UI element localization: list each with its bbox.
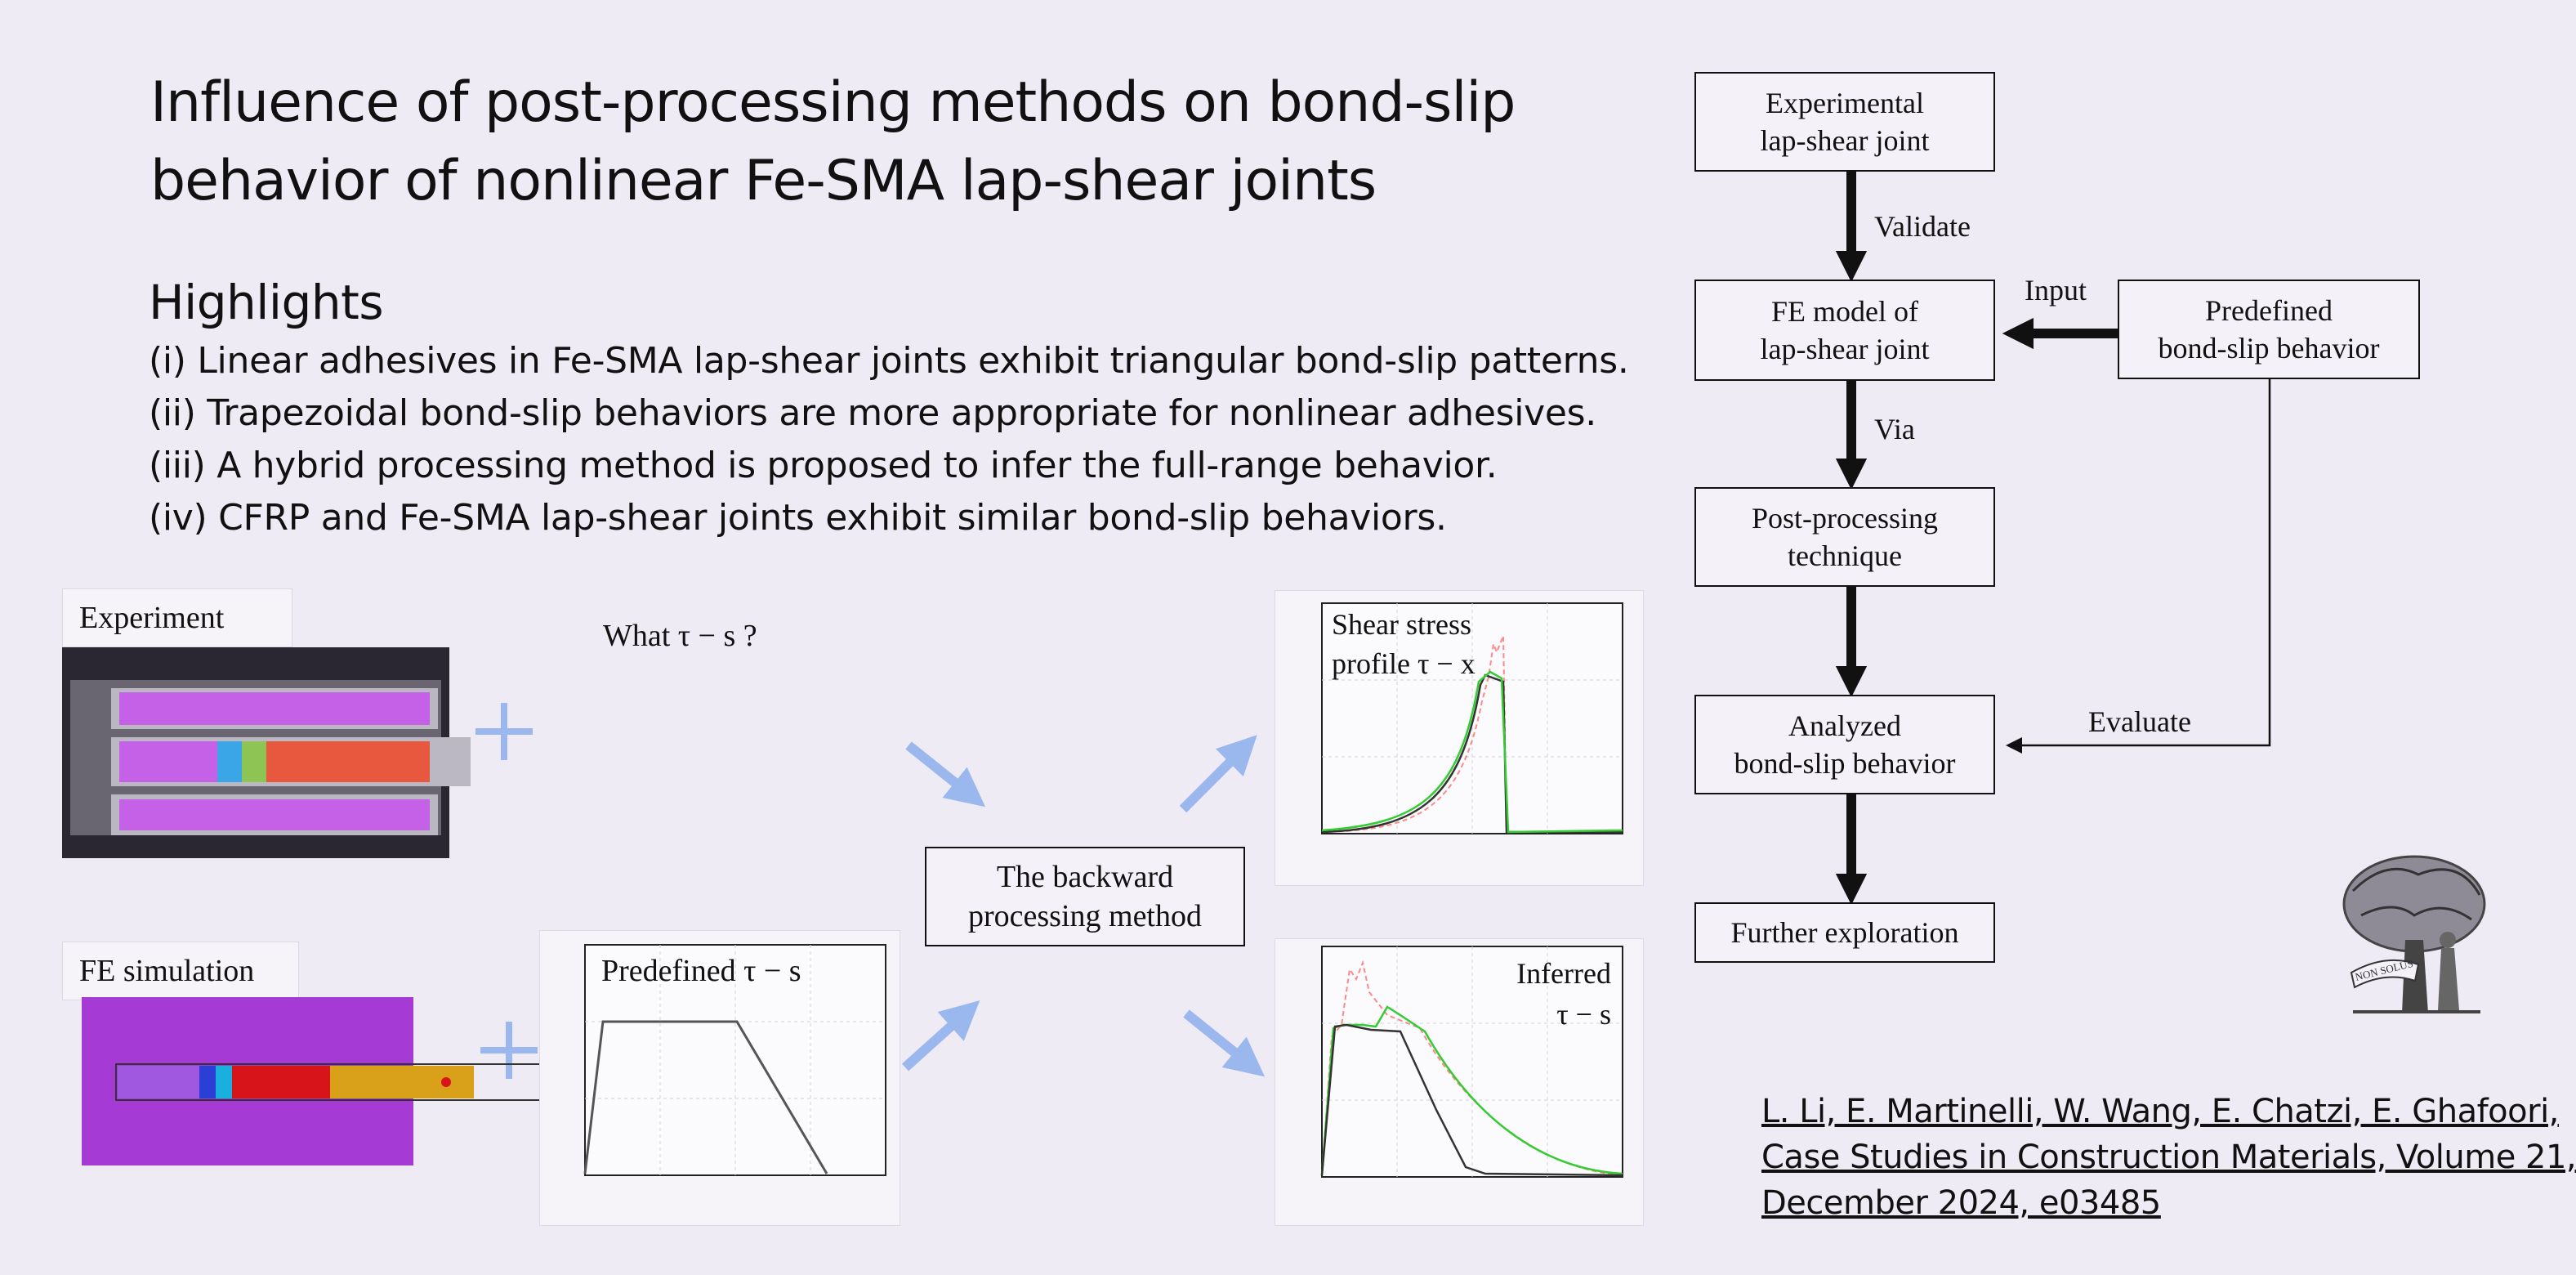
curve-green — [1320, 1005, 1623, 1176]
box-predefined-line-1: Predefined — [2205, 294, 2333, 327]
title-line-1: Influence of post-processing methods on … — [150, 70, 1516, 135]
question-text: What τ − s ? — [603, 619, 757, 653]
box-experimental: Experimental lap-shear joint — [1694, 72, 1995, 172]
curve-black — [1321, 673, 1623, 834]
predefined-chart-label: Predefined τ − s — [601, 954, 801, 988]
box-experimental-line-2: lap-shear joint — [1760, 124, 1930, 157]
highlights-list: (i) Linear adhesives in Fe-SMA lap-shear… — [149, 335, 1629, 544]
experiment-tab: Experiment — [62, 588, 292, 647]
highlight-item: (iii) A hybrid processing method is prop… — [149, 445, 1498, 486]
backward-method-box: The backward processing method — [925, 847, 1245, 946]
curve-green — [1321, 670, 1623, 834]
arrow-icon — [901, 1000, 980, 1071]
box-fe-model: FE model of lap-shear joint — [1694, 280, 1995, 381]
shear-label-line-1: Shear stress — [1332, 608, 1471, 641]
box-analyzed-line-1: Analyzed — [1788, 709, 1901, 742]
inferred-label-line-2: τ − s — [1556, 998, 1611, 1031]
arrow-icon — [905, 741, 986, 808]
highlight-item: (iv) CFRP and Fe-SMA lap-shear joints ex… — [149, 497, 1447, 539]
curve-black — [1320, 1023, 1623, 1177]
shear-label-line-2: profile τ − x — [1332, 647, 1476, 680]
label-evaluate: Evaluate — [2088, 705, 2191, 738]
highlight-item: (ii) Trapezoidal bond-slip behaviors are… — [149, 392, 1596, 434]
method-line-1: The backward — [996, 860, 1174, 894]
box-post-line-1: Post-processing — [1752, 502, 1938, 535]
trapezoid-curve — [583, 1020, 828, 1174]
box-analyzed-line-2: bond-slip behavior — [1734, 747, 1956, 780]
inferred-label-line-1: Inferred — [1516, 957, 1611, 990]
citation-line-3[interactable]: December 2024, e03485 — [1761, 1184, 2161, 1222]
page-title: Influence of post-processing methods on … — [150, 64, 1703, 221]
box-fe-model-line-1: FE model of — [1771, 295, 1918, 328]
experiment-photo — [62, 647, 471, 858]
plus-icon — [475, 703, 533, 760]
inferred-chart-label: Inferred τ − s — [1487, 953, 1611, 1035]
method-line-2: processing method — [967, 899, 1202, 933]
inferred-tau-s-chart — [1320, 946, 1623, 1178]
box-experimental-line-1: Experimental — [1766, 87, 1924, 119]
experiment-label: Experiment — [79, 601, 225, 635]
label-validate: Validate — [1874, 210, 1971, 243]
highlights-heading: Highlights — [149, 275, 384, 330]
predefined-tau-s-chart — [583, 944, 886, 1176]
label-input: Input — [2025, 274, 2087, 306]
highlight-item: (i) Linear adhesives in Fe-SMA lap-shear… — [149, 340, 1629, 382]
curve-red-dashed — [1321, 635, 1507, 833]
fe-simulation-label: FE simulation — [79, 954, 255, 988]
box-predefined-line-2: bond-slip behavior — [2158, 332, 2380, 365]
arrow-icon — [1183, 1009, 1266, 1077]
title-line-2: behavior of nonlinear Fe-SMA lap-shear j… — [150, 149, 1377, 213]
citation-line-2[interactable]: Case Studies in Construction Materials, … — [1761, 1139, 2576, 1176]
box-post-line-2: technique — [1788, 539, 1902, 572]
box-fe-model-line-2: lap-shear joint — [1760, 333, 1930, 365]
box-analyzed: Analyzed bond-slip behavior — [1694, 695, 1995, 794]
fe-simulation-image — [82, 997, 550, 1165]
plus-icon — [480, 1022, 538, 1079]
citation-link[interactable]: L. Li, E. Martinelli, W. Wang, E. Chatzi… — [1761, 1089, 2576, 1226]
box-further-exploration: Further exploration — [1694, 902, 1995, 963]
box-predefined: Predefined bond-slip behavior — [2118, 280, 2420, 379]
shear-chart-label: Shear stress profile τ − x — [1332, 605, 1476, 683]
box-post-processing: Post-processing technique — [1694, 487, 1995, 587]
publisher-tree-logo: NON SOLUS — [2342, 855, 2486, 1013]
evaluate-connector — [2006, 379, 2271, 754]
shear-stress-chart — [1321, 602, 1623, 834]
fe-simulation-tab: FE simulation — [62, 942, 299, 1000]
arrow-icon — [1179, 735, 1257, 813]
label-via: Via — [1874, 413, 1915, 445]
citation-line-1[interactable]: L. Li, E. Martinelli, W. Wang, E. Chatzi… — [1761, 1093, 2559, 1130]
box-further-label: Further exploration — [1730, 916, 1959, 949]
